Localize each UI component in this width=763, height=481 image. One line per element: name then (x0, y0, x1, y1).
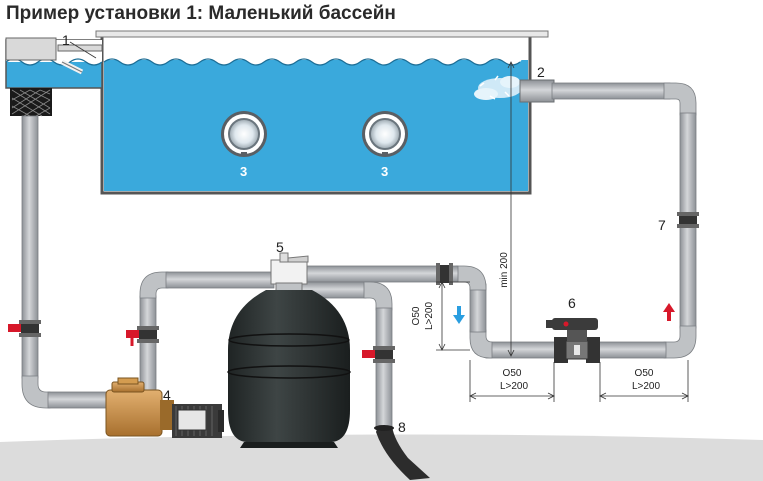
dimension-lines (436, 61, 689, 402)
left-diameter-label: O50 (503, 368, 522, 379)
ground (0, 434, 763, 481)
callout-pipe-right: 7 (658, 217, 666, 233)
inlet-fitting (519, 79, 555, 103)
vertical-diameter-label: O50 (411, 306, 422, 325)
sand-filter (227, 290, 351, 448)
multiport-valve (270, 252, 309, 292)
ball-valve-drain (362, 346, 395, 363)
underwater-light-left (221, 111, 267, 157)
callout-drain: 8 (398, 419, 406, 435)
callout-light-right: 3 (381, 164, 388, 179)
skimmer (5, 37, 103, 117)
vertical-length-label: L>200 (424, 302, 435, 331)
ball-valve-left (8, 320, 41, 337)
pool-deck (95, 30, 549, 38)
right-diameter-label: O50 (635, 368, 654, 379)
callout-skimmer-leader (69, 41, 97, 59)
callout-heater: 6 (568, 295, 576, 311)
right-length-label: L>200 (632, 381, 661, 392)
pool-water (104, 60, 528, 191)
pump (105, 377, 224, 438)
water-surface-waves (104, 52, 528, 65)
pipe-union-right (677, 212, 699, 228)
pool-wall (100, 36, 532, 195)
callout-valve: 5 (276, 239, 284, 255)
pipework (21, 82, 697, 480)
callout-pump: 4 (163, 387, 171, 403)
callout-skimmer: 1 (62, 32, 70, 48)
flow-arrow-down (453, 306, 465, 324)
underwater-light-right (362, 111, 408, 157)
min-height-label: min 200 (499, 252, 510, 288)
pipe-union-top (436, 263, 453, 285)
heater (546, 318, 600, 363)
callout-light-left: 3 (240, 164, 247, 179)
callout-inlet: 2 (537, 64, 545, 80)
water-surface-line (103, 58, 521, 66)
left-length-label: L>200 (500, 381, 529, 392)
diagram-title: Пример установки 1: Маленький бассейн (6, 3, 396, 24)
ball-valve-pump (126, 326, 159, 346)
flow-arrow-up (663, 303, 675, 321)
